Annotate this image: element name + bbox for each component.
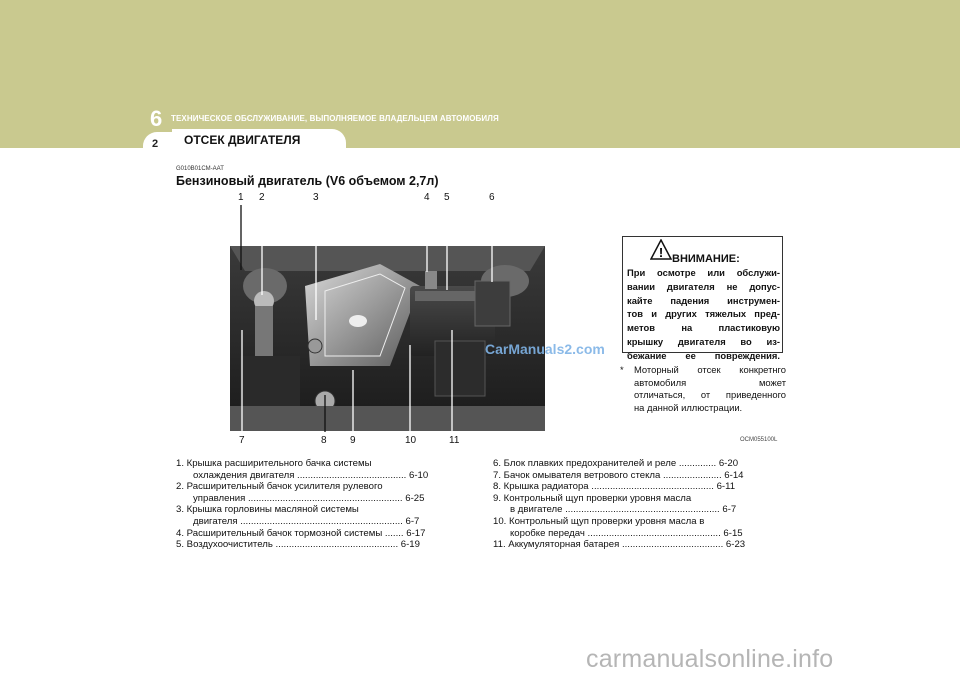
chapter-number: 6 bbox=[150, 106, 163, 131]
list-item-text: управления .............................… bbox=[193, 492, 425, 504]
warning-triangle-icon: ! bbox=[650, 239, 672, 260]
warning-line: тов и других тяжелых пред- bbox=[627, 308, 780, 320]
callout-number: 8 bbox=[321, 435, 327, 446]
list-item-text: охлаждения двигателя ...................… bbox=[193, 469, 429, 481]
warning-line: кайте падения инструмен- bbox=[627, 294, 780, 306]
callout-number: 6 bbox=[489, 192, 495, 203]
page-heading: Бензиновый двигатель (V6 объемом 2,7л) bbox=[176, 174, 439, 188]
list-item-text: 10. Контрольный щуп проверки уровня масл… bbox=[493, 515, 705, 527]
page-number: 2 bbox=[152, 138, 159, 150]
note: * Моторный отсек конкретнго автомобиля м… bbox=[620, 364, 786, 414]
list-item-text: 4. Расширительный бачок тормозной систем… bbox=[176, 527, 426, 539]
warning-line: крышку двигателя во из- bbox=[627, 335, 780, 347]
list-item: 3. Крышка горловины масляной системы дви… bbox=[176, 504, 466, 527]
watermark: CarManuals2.com bbox=[485, 341, 605, 357]
warning-text: При осмотре или обслужи- вании двигателя… bbox=[627, 266, 780, 363]
warning-line: вании двигателя не допус- bbox=[627, 280, 780, 292]
list-item: 8. Крышка радиатора ....................… bbox=[493, 481, 785, 493]
engine-bay-illustration bbox=[230, 246, 545, 431]
list-item-text: 9. Контрольный щуп проверки уровня масла bbox=[493, 492, 692, 504]
list-item: 6. Блок плавких предохранителей и реле .… bbox=[493, 458, 785, 470]
page-tab bbox=[143, 132, 173, 160]
list-item: 10. Контрольный щуп проверки уровня масл… bbox=[493, 516, 785, 539]
list-item: 1. Крышка расширительного бачка системы … bbox=[176, 458, 466, 481]
callout-number: 4 bbox=[424, 192, 430, 203]
list-item-text: 2. Расширительный бачок усилителя рулево… bbox=[176, 481, 383, 493]
list-item-text: 8. Крышка радиатора ....................… bbox=[493, 481, 736, 493]
right-parts-list: 6. Блок плавких предохранителей и реле .… bbox=[493, 458, 785, 551]
callout-number: 9 bbox=[350, 435, 356, 446]
list-item-text: 5. Воздухоочиститель ...................… bbox=[176, 539, 420, 551]
callout-number: 5 bbox=[444, 192, 450, 203]
list-item: 11. Аккумуляторная батарея .............… bbox=[493, 539, 785, 551]
list-item-text: в двигателе ............................… bbox=[510, 504, 737, 516]
note-line: Моторный отсек конкретнго bbox=[634, 364, 786, 375]
list-item-text: двигателя ..............................… bbox=[193, 515, 420, 527]
note-line: на данной иллюстрации. bbox=[634, 401, 743, 413]
note-line: отличаться, от приведенного bbox=[634, 389, 786, 400]
list-item: 7. Бачок омывателя ветрового стекла ....… bbox=[493, 470, 785, 482]
list-item: 5. Воздухоочиститель ...................… bbox=[176, 539, 466, 551]
callout-number: 7 bbox=[239, 435, 245, 446]
note-line: автомобиля может bbox=[634, 376, 786, 388]
figure-code: OCM055100L bbox=[740, 437, 778, 443]
chapter-title: ТЕХНИЧЕСКОЕ ОБСЛУЖИВАНИЕ, ВЫПОЛНЯЕМОЕ ВЛ… bbox=[171, 114, 499, 123]
section-title: ОТСЕК ДВИГАТЕЛЯ bbox=[184, 133, 301, 147]
warning-line: При осмотре или обслужи- bbox=[627, 267, 780, 278]
warning-line: метов на пластиковую bbox=[627, 322, 780, 334]
footer-watermark: carmanualsonline.info bbox=[586, 645, 834, 673]
header-band bbox=[0, 0, 960, 148]
list-item: 9. Контрольный щуп проверки уровня масла… bbox=[493, 493, 785, 516]
list-item-text: 3. Крышка горловины масляной системы bbox=[176, 504, 359, 516]
section-tab bbox=[172, 129, 346, 148]
callout-number: 1 bbox=[238, 192, 244, 203]
callout-number: 3 bbox=[313, 192, 319, 203]
svg-text:!: ! bbox=[659, 245, 663, 260]
doc-code: G010B01CM-AAT bbox=[176, 166, 224, 172]
list-item-text: 1. Крышка расширительного бачка системы bbox=[176, 458, 372, 469]
callout-number: 2 bbox=[259, 192, 265, 203]
warning-line: бежание ее повреждения. bbox=[627, 349, 780, 361]
list-item: 4. Расширительный бачок тормозной систем… bbox=[176, 528, 466, 540]
list-item-text: 11. Аккумуляторная батарея .............… bbox=[493, 539, 746, 551]
callout-number: 11 bbox=[449, 435, 460, 446]
list-item-text: 7. Бачок омывателя ветрового стекла ....… bbox=[493, 469, 744, 481]
list-item: 2. Расширительный бачок усилителя рулево… bbox=[176, 481, 466, 504]
warning-box: ! ВНИМАНИЕ: При осмотре или обслужи- ван… bbox=[622, 236, 783, 361]
callout-number: 10 bbox=[405, 435, 417, 446]
note-star: * bbox=[620, 364, 624, 375]
warning-title: ВНИМАНИЕ: bbox=[672, 253, 740, 265]
list-item-text: 6. Блок плавких предохранителей и реле .… bbox=[493, 458, 739, 469]
list-item-text: коробке передач ........................… bbox=[510, 527, 743, 539]
left-parts-list: 1. Крышка расширительного бачка системы … bbox=[176, 458, 466, 551]
